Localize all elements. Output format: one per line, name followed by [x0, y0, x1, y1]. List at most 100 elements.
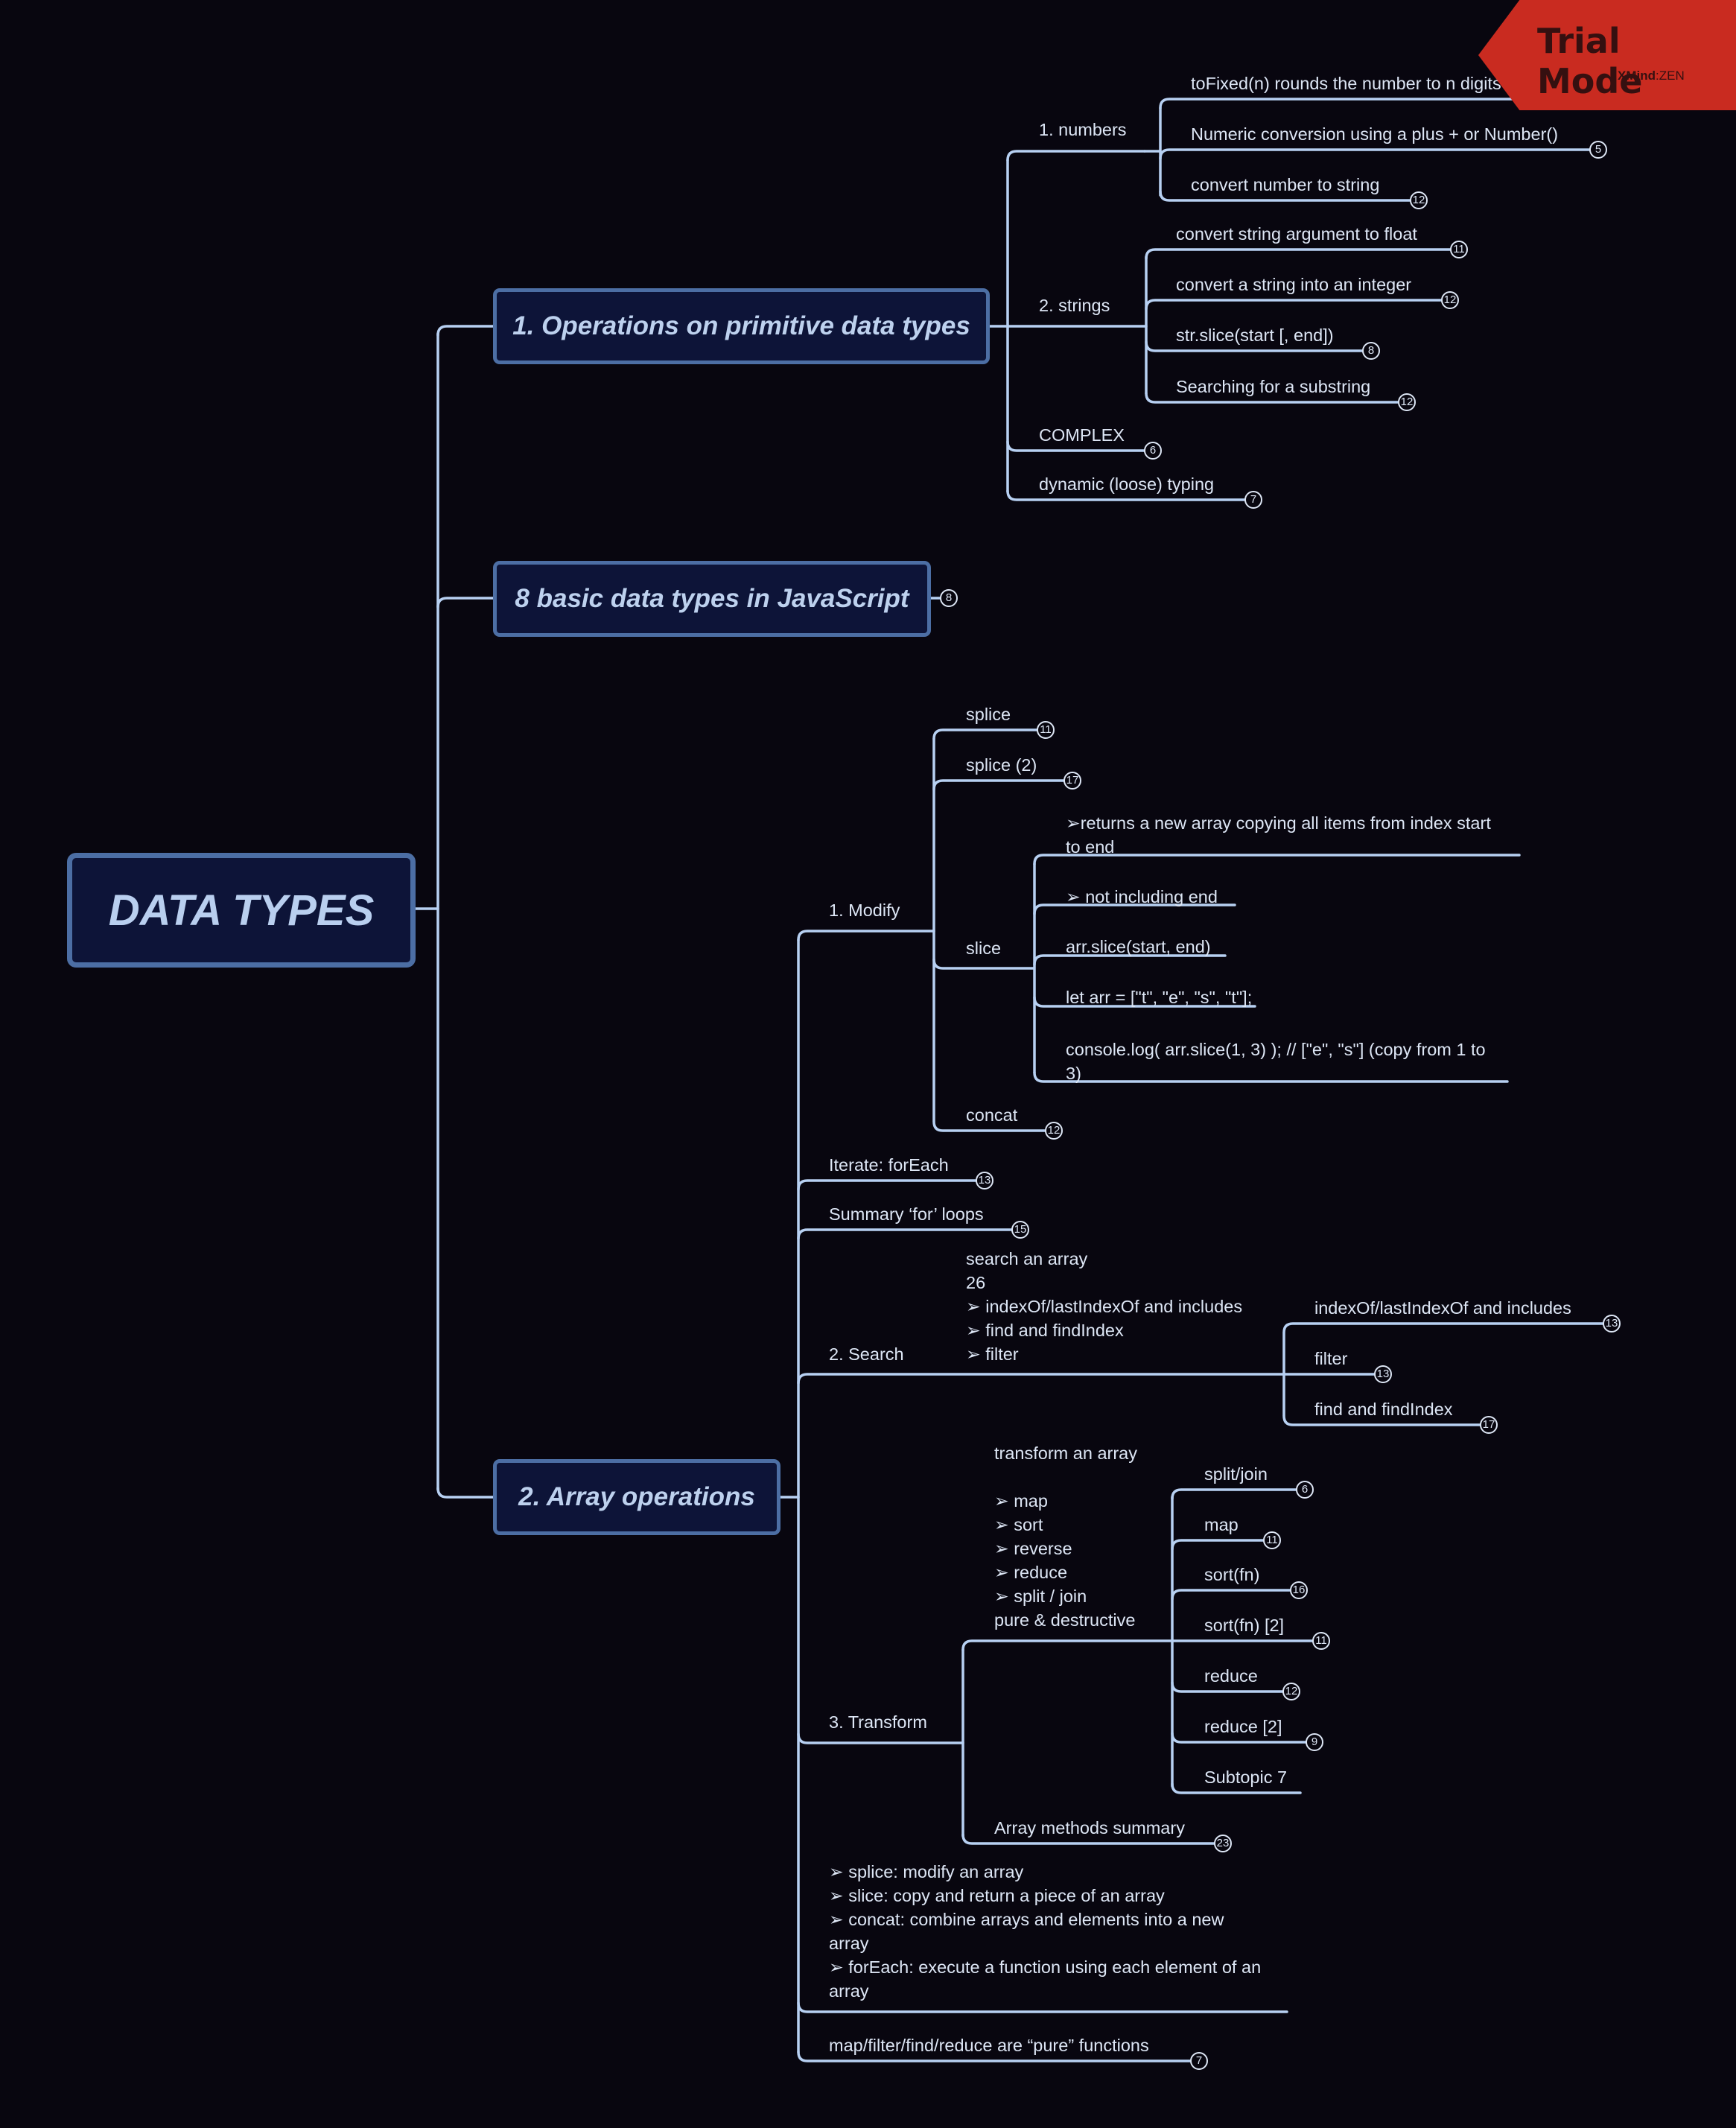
array-methods-summary-topic[interactable]: Array methods summary	[994, 1818, 1185, 1838]
dynamic-typing-topic-line	[1006, 489, 1246, 501]
summary-for-loops-topic[interactable]: Summary ‘for’ loops	[829, 1204, 984, 1224]
xmind-brand-name: XMind	[1618, 69, 1656, 83]
concat-topic-line	[932, 1120, 1046, 1132]
slice-label[interactable]: slice	[966, 938, 1002, 958]
strings-item-2[interactable]: str.slice(start [, end])	[1176, 325, 1334, 345]
pure-functions-topic[interactable]: map/filter/find/reduce are “pure” functi…	[829, 2036, 1149, 2055]
transform-note[interactable]: transform an array ➢ map ➢ sort ➢ revers…	[994, 1443, 1137, 1630]
transform-item-1-line	[1171, 1539, 1265, 1551]
numbers-item-2-badge: 12	[1410, 191, 1428, 209]
search-item-2[interactable]: find and findIndex	[1314, 1400, 1453, 1419]
numbers-item-1[interactable]: Numeric conversion using a plus + or Num…	[1191, 124, 1559, 144]
transform-item-4[interactable]: reduce	[1204, 1666, 1258, 1686]
transform-item-3-badge: 11	[1312, 1632, 1330, 1650]
numbers-item-0-line	[1159, 98, 1649, 109]
root-to-array	[436, 1487, 495, 1499]
strings-item-1-badge: 12	[1441, 291, 1459, 309]
summary-for-loops-topic-badge: 15	[1011, 1221, 1029, 1239]
array-methods-summary-topic-badge: 23	[1214, 1835, 1232, 1852]
transform-item-4-line	[1171, 1681, 1284, 1693]
modify-line	[797, 930, 935, 941]
iterate-foreach-topic[interactable]: Iterate: forEach	[829, 1155, 949, 1175]
strings-item-3-badge: 12	[1398, 393, 1416, 411]
search-note[interactable]: search an array 26 ➢ indexOf/lastIndexOf…	[966, 1249, 1243, 1364]
splice-topic-badge: 11	[1037, 721, 1055, 739]
topic-primitive-operations[interactable]: 1. Operations on primitive data types	[493, 288, 990, 364]
strings-item-2-line	[1145, 340, 1364, 352]
dynamic-typing-topic[interactable]: dynamic (loose) typing	[1039, 474, 1215, 494]
root-topic[interactable]: DATA TYPES	[67, 853, 416, 968]
pure-functions-topic-line	[797, 2051, 1192, 2062]
complex-topic-line	[1006, 440, 1145, 452]
search-line	[797, 1373, 1285, 1385]
transform-item-0-line	[1171, 1488, 1297, 1500]
slice-item-4[interactable]: console.log( arr.slice(1, 3) ); // ["e",…	[1066, 1040, 1486, 1083]
slice-item-1[interactable]: ➢ not including end	[1066, 887, 1218, 906]
array-methods-summary-topic-line	[961, 1833, 1215, 1845]
strings-item-0[interactable]: convert string argument to float	[1176, 224, 1417, 244]
trial-mode-label: Trial Mode	[1537, 21, 1643, 101]
slice-item-0-line	[1033, 854, 1521, 866]
transform-item-4-badge: 12	[1282, 1683, 1300, 1700]
splice-2-topic[interactable]: splice (2)	[966, 755, 1037, 775]
transform-item-5-line	[1171, 1732, 1307, 1744]
slice-line	[932, 958, 1035, 970]
modify-label[interactable]: 1. Modify	[829, 901, 900, 920]
slice-item-3[interactable]: let arr = ["t", "e", "s", "t"];	[1066, 988, 1253, 1007]
transform-item-6[interactable]: Subtopic 7	[1204, 1767, 1288, 1787]
numbers-label[interactable]: 1. numbers	[1039, 120, 1127, 139]
pure-functions-topic-badge: 7	[1190, 2052, 1208, 2070]
array-notes-line	[797, 2001, 1288, 2013]
transform-label[interactable]: 3. Transform	[829, 1712, 927, 1732]
transform-item-0-badge: 6	[1296, 1481, 1314, 1499]
slice-item-2-line	[1033, 954, 1227, 966]
strings-item-0-line	[1145, 248, 1452, 260]
transform-item-6-line	[1171, 1782, 1302, 1794]
transform-item-1-badge: 11	[1263, 1531, 1281, 1549]
topic-basic-data-types[interactable]: 8 basic data types in JavaScript	[493, 561, 931, 637]
slice-item-3-line	[1033, 996, 1256, 1008]
splice-2-topic-line	[932, 779, 1065, 791]
transform-item-2[interactable]: sort(fn)	[1204, 1565, 1260, 1584]
search-item-1[interactable]: filter	[1314, 1349, 1348, 1368]
strings-item-0-badge: 11	[1450, 241, 1468, 258]
numbers-item-2-line	[1159, 190, 1411, 202]
summary-for-loops-topic-line	[797, 1228, 1013, 1240]
transform-item-1[interactable]: map	[1204, 1515, 1239, 1534]
complex-topic-badge: 6	[1144, 442, 1162, 460]
search-item-2-badge: 17	[1480, 1416, 1498, 1434]
numbers-item-1-badge: 5	[1589, 141, 1607, 159]
topic-array-operations[interactable]: 2. Array operations	[493, 1459, 780, 1535]
transform-item-2-line	[1171, 1589, 1291, 1601]
search-item-0-line	[1282, 1322, 1604, 1334]
transform-item-5[interactable]: reduce [2]	[1204, 1717, 1282, 1736]
trial-mode-banner[interactable]	[1478, 0, 1736, 110]
strings-label[interactable]: 2. strings	[1039, 296, 1110, 315]
search-item-2-line	[1282, 1414, 1481, 1426]
splice-2-topic-badge: 17	[1063, 772, 1081, 790]
search-item-0[interactable]: indexOf/lastIndexOf and includes	[1314, 1298, 1571, 1318]
search-item-1-badge: 13	[1374, 1365, 1392, 1383]
basic-types-badge: 8	[940, 589, 958, 607]
search-label[interactable]: 2. Search	[829, 1344, 904, 1364]
slice-item-2[interactable]: arr.slice(start, end)	[1066, 937, 1211, 956]
transform-note-line	[961, 1639, 1174, 1651]
slice-item-1-line	[1033, 903, 1236, 915]
transform-item-5-badge: 9	[1306, 1733, 1323, 1751]
splice-topic[interactable]: splice	[966, 705, 1011, 724]
numbers-item-2[interactable]: convert number to string	[1191, 175, 1380, 194]
numbers-line	[1006, 150, 1146, 162]
transform-item-0[interactable]: split/join	[1204, 1464, 1268, 1484]
concat-topic[interactable]: concat	[966, 1105, 1018, 1125]
iterate-foreach-topic-line	[797, 1179, 977, 1191]
iterate-foreach-topic-badge: 13	[976, 1172, 993, 1190]
strings-item-1[interactable]: convert a string into an integer	[1176, 275, 1412, 294]
strings-item-3[interactable]: Searching for a substring	[1176, 377, 1371, 396]
transform-item-3[interactable]: sort(fn) [2]	[1204, 1616, 1285, 1635]
array-notes[interactable]: ➢ splice: modify an array ➢ slice: copy …	[829, 1862, 1262, 2001]
slice-item-0[interactable]: ➢returns a new array copying all items f…	[1066, 813, 1491, 857]
numbers-item-1-line	[1159, 148, 1591, 160]
transform-line	[797, 1732, 964, 1744]
complex-topic[interactable]: COMPLEX	[1039, 425, 1125, 445]
